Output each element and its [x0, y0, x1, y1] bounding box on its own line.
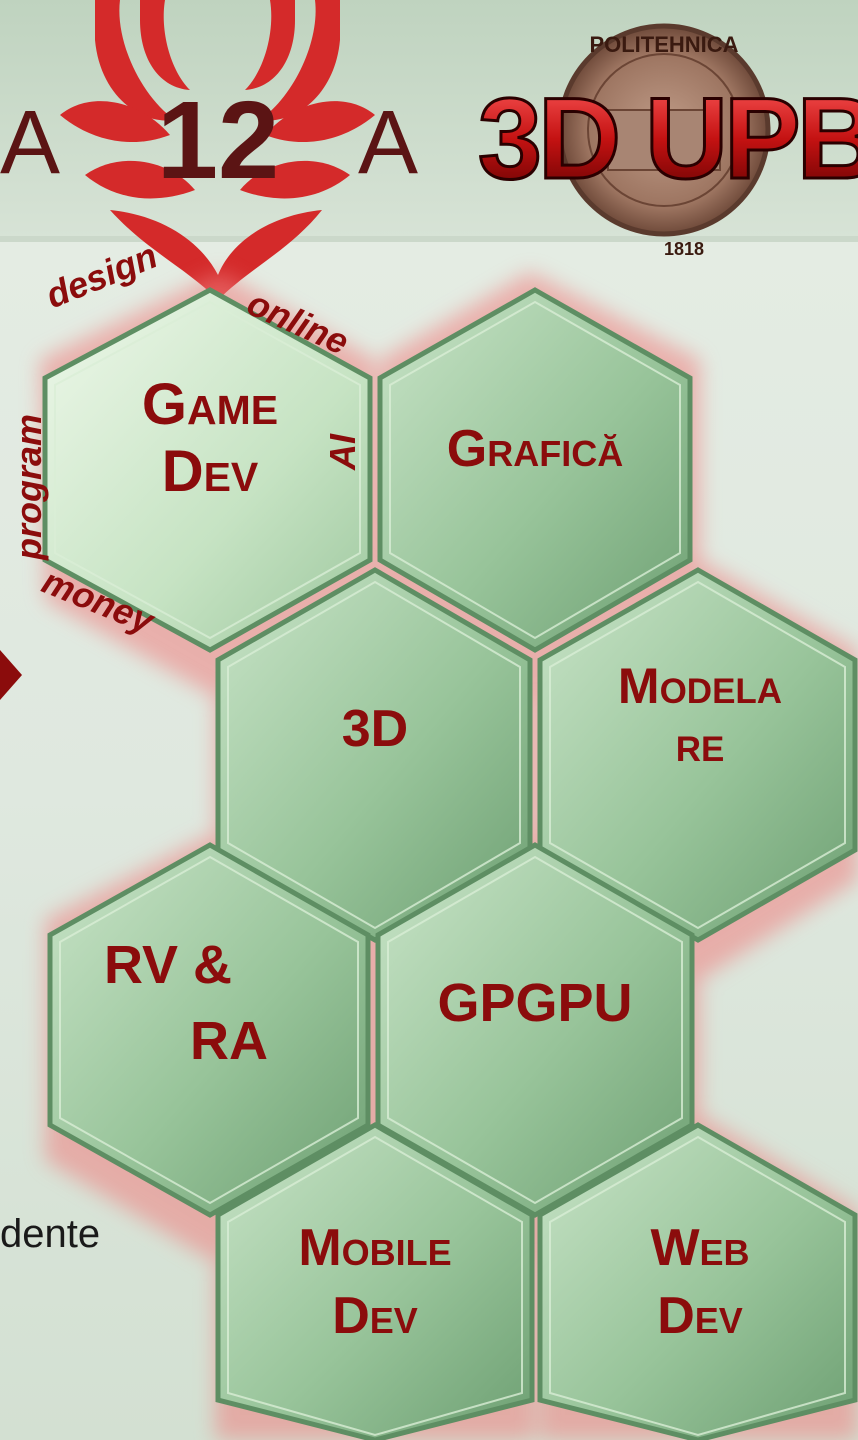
- label-gpgpu: GPGPU: [400, 972, 670, 1034]
- label-modelare: Modela re: [560, 658, 840, 773]
- svg-text:POLITEHNICA: POLITEHNICA: [589, 32, 738, 57]
- label-3d-line1: 3D: [341, 700, 409, 758]
- label-rvra: RV & RA: [90, 928, 350, 1079]
- label-web: Web Dev: [570, 1215, 830, 1350]
- header-divider: [0, 236, 858, 242]
- hex-mobile: [215, 1122, 535, 1440]
- laurel-icon: [60, 0, 375, 300]
- arrow-icon: [0, 650, 22, 700]
- label-grafica: Grafică: [395, 420, 675, 480]
- tag-program: program: [8, 413, 49, 560]
- label-gamedev: Game Dev: [100, 372, 320, 505]
- label-web-line2: Dev: [657, 1286, 743, 1345]
- label-mobile-line1: Mobile: [298, 1219, 452, 1277]
- partial-body-text: dente: [0, 1212, 101, 1256]
- label-gamedev-line2: Dev: [161, 438, 259, 504]
- hex-grafica: [377, 287, 693, 653]
- label-web-line1: Web: [650, 1219, 750, 1277]
- hex-web: [537, 1122, 858, 1440]
- label-grafica-line1: Grafică: [446, 420, 624, 478]
- label-modelare-line1: Modela: [617, 658, 783, 714]
- svg-text:3D UPB: 3D UPB: [478, 75, 858, 203]
- label-rvra-line1: RV &: [104, 935, 233, 995]
- label-3d: 3D: [280, 700, 470, 760]
- hex-3d: [215, 567, 533, 943]
- letter-right: A: [358, 93, 419, 193]
- label-gpgpu-line1: GPGPU: [437, 973, 633, 1033]
- svg-text:1818: 1818: [664, 239, 704, 259]
- label-mobile-line2: Dev: [332, 1286, 418, 1345]
- hex-rvra: [47, 842, 371, 1218]
- hex-gamedev: [42, 287, 373, 653]
- letter-left: A: [0, 93, 61, 193]
- laurel-number: 12: [157, 79, 279, 202]
- hex-modelare: [537, 567, 858, 943]
- label-gamedev-line1: Game: [141, 372, 279, 437]
- label-rvra-line2: RA: [190, 1010, 268, 1071]
- label-modelare-line2: re: [675, 715, 725, 772]
- tag-ai: AI: [322, 434, 363, 470]
- hex-gpgpu: [375, 842, 695, 1218]
- label-mobile: Mobile Dev: [245, 1215, 505, 1350]
